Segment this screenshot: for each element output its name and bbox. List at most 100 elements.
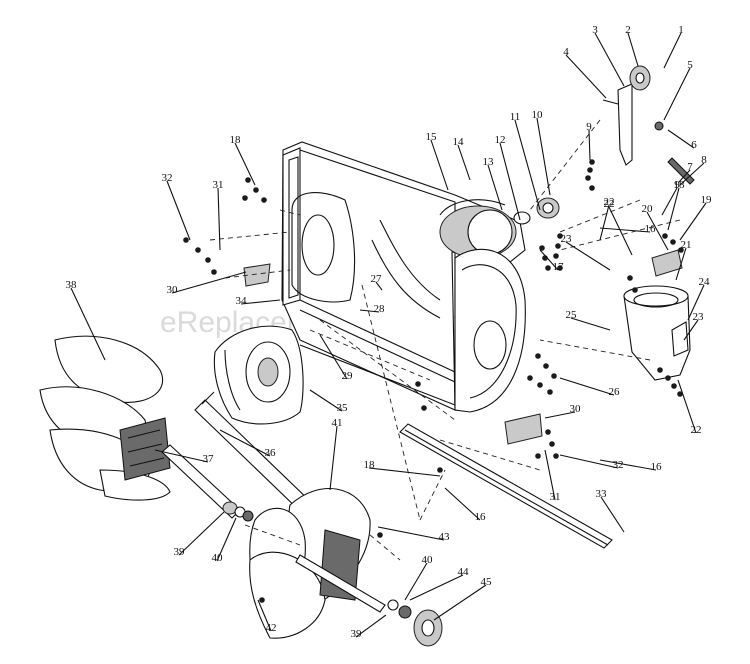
callout-17: 17 bbox=[553, 261, 565, 273]
leader-line bbox=[687, 284, 705, 321]
callout-31: 31 bbox=[213, 179, 224, 191]
leader-line bbox=[679, 162, 705, 186]
leader-lines bbox=[70, 32, 707, 638]
callout-45: 45 bbox=[481, 576, 493, 588]
callout-33: 33 bbox=[596, 488, 608, 500]
callout-8: 8 bbox=[701, 154, 707, 166]
leader-line bbox=[240, 299, 281, 305]
leader-line bbox=[588, 129, 591, 161]
chute-bracket-assembly bbox=[623, 249, 691, 381]
leader-line bbox=[377, 526, 445, 541]
leader-line bbox=[70, 287, 106, 361]
leader-line bbox=[565, 241, 611, 271]
callout-3: 3 bbox=[592, 24, 598, 36]
leader-line bbox=[667, 187, 680, 231]
leader-line bbox=[539, 249, 559, 271]
fastener bbox=[589, 185, 595, 191]
leader-line bbox=[559, 454, 619, 469]
leader-line bbox=[487, 164, 503, 211]
fastener bbox=[632, 287, 638, 293]
callout-labels: 1234567899101112131415161616171818181920… bbox=[66, 24, 713, 640]
fastener bbox=[545, 429, 551, 435]
leader-line bbox=[457, 144, 471, 181]
callout-19: 19 bbox=[701, 194, 713, 206]
leader-line bbox=[444, 487, 481, 521]
fastener bbox=[195, 247, 201, 253]
leader-line bbox=[359, 309, 380, 313]
fastener bbox=[551, 373, 557, 379]
callout-32: 32 bbox=[162, 172, 173, 184]
callout-16: 16 bbox=[475, 511, 487, 523]
fastener bbox=[245, 177, 251, 183]
callout-14: 14 bbox=[453, 136, 465, 148]
fastener bbox=[253, 187, 259, 193]
bearing-45 bbox=[387, 599, 443, 647]
leader-line bbox=[599, 227, 651, 233]
callout-16: 16 bbox=[645, 223, 657, 235]
callout-21: 21 bbox=[681, 239, 692, 251]
fastener bbox=[259, 597, 265, 603]
callout-34: 34 bbox=[236, 295, 248, 307]
leader-line bbox=[627, 32, 639, 67]
callout-37: 37 bbox=[203, 453, 215, 465]
leader-line bbox=[536, 117, 551, 196]
leader-line bbox=[667, 129, 695, 149]
fastener bbox=[535, 453, 541, 459]
leader-line bbox=[514, 119, 541, 211]
leader-line bbox=[683, 319, 699, 341]
callout-18: 18 bbox=[674, 179, 686, 191]
auger-housing bbox=[281, 141, 526, 413]
callout-1: 1 bbox=[678, 24, 684, 36]
leader-line bbox=[319, 334, 348, 380]
callout-44: 44 bbox=[458, 566, 470, 578]
assembly-lines bbox=[209, 119, 681, 561]
fastener bbox=[665, 375, 671, 381]
callout-10: 10 bbox=[532, 109, 544, 121]
fastener bbox=[589, 159, 595, 165]
fastener bbox=[527, 375, 533, 381]
fastener bbox=[557, 265, 563, 271]
fastener bbox=[678, 247, 684, 253]
callout-18: 18 bbox=[230, 134, 242, 146]
callout-30: 30 bbox=[570, 403, 582, 415]
leader-line bbox=[217, 187, 221, 251]
leader-line bbox=[409, 574, 464, 601]
fastener bbox=[585, 175, 591, 181]
fastener bbox=[377, 532, 383, 538]
leader-line bbox=[661, 187, 678, 216]
leader-line bbox=[663, 32, 682, 69]
callout-22: 22 bbox=[604, 196, 615, 208]
leader-line bbox=[329, 425, 338, 491]
leader-line bbox=[375, 281, 383, 291]
leader-line bbox=[570, 317, 611, 331]
callout-32: 32 bbox=[613, 459, 624, 471]
callout-41: 41 bbox=[332, 417, 343, 429]
fastener bbox=[539, 245, 545, 251]
callout-26: 26 bbox=[609, 386, 621, 398]
leader-line bbox=[154, 449, 209, 463]
callout-6: 6 bbox=[691, 139, 697, 151]
fastener bbox=[537, 382, 543, 388]
callout-42: 42 bbox=[266, 622, 277, 634]
leader-line bbox=[565, 54, 607, 99]
fastener bbox=[677, 391, 683, 397]
leader-line bbox=[368, 467, 441, 477]
leader-line bbox=[544, 449, 556, 501]
leader-line bbox=[499, 142, 521, 221]
leader-line bbox=[219, 429, 271, 457]
callout-29: 29 bbox=[342, 370, 354, 382]
chute-crank-bracket bbox=[602, 65, 695, 185]
fastener bbox=[242, 195, 248, 201]
left-auger bbox=[39, 335, 171, 501]
leader-line bbox=[559, 377, 615, 396]
fastener bbox=[670, 239, 676, 245]
callout-23: 23 bbox=[561, 233, 573, 245]
bracket-right bbox=[504, 413, 543, 445]
leader-line bbox=[599, 204, 610, 241]
callout-22: 22 bbox=[691, 424, 702, 436]
callout-31: 31 bbox=[550, 491, 561, 503]
callout-9: 9 bbox=[586, 121, 592, 133]
fastener bbox=[547, 389, 553, 395]
callout-7: 7 bbox=[687, 161, 693, 173]
